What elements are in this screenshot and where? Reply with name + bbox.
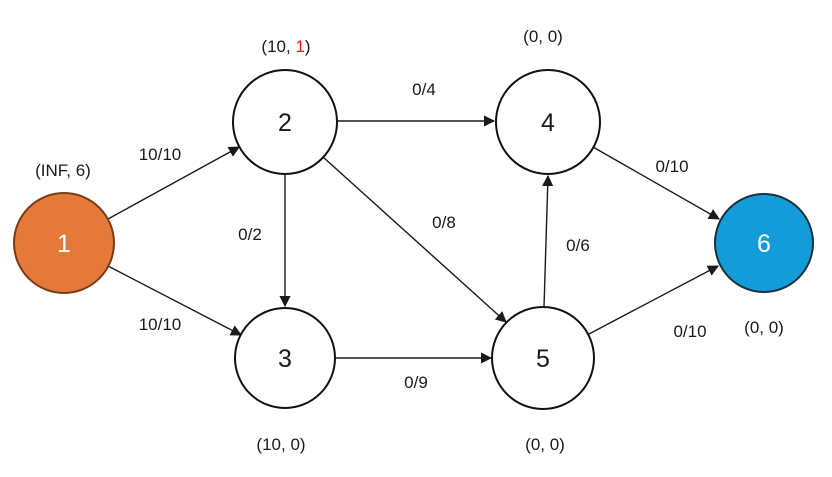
node-2-annotation-suffix: ) xyxy=(305,37,311,56)
node-5-label: 5 xyxy=(536,345,550,373)
edge-4-6 xyxy=(592,146,720,220)
node-5-annotation: (0, 0) xyxy=(525,435,565,454)
edge-5-6 xyxy=(588,265,719,335)
edge-1-2-label: 10/10 xyxy=(139,145,182,164)
node-6-circle xyxy=(714,193,814,293)
node-3-annotation: (10, 0) xyxy=(256,435,305,454)
edge-3-5-label: 0/9 xyxy=(404,373,428,392)
edge-1-3-label: 10/10 xyxy=(139,315,182,334)
node-2-annotation: (10, 1) xyxy=(261,37,310,56)
node-6-annotation: (0, 0) xyxy=(744,318,784,337)
node-1-circle xyxy=(13,192,115,294)
node-3-circle xyxy=(234,307,336,409)
node-4-circle xyxy=(495,69,601,175)
node-2-label: 2 xyxy=(278,109,292,137)
node-5-circle xyxy=(491,306,595,410)
edge-2-4-label: 0/4 xyxy=(412,80,436,99)
node-6-label: 6 xyxy=(757,230,771,258)
node-4-annotation: (0, 0) xyxy=(523,27,563,46)
node-2-circle xyxy=(232,69,338,175)
node-3-label: 3 xyxy=(278,345,292,373)
edge-2-5-label: 0/8 xyxy=(432,213,456,232)
node-1-annotation: (INF, 6) xyxy=(35,161,91,180)
edge-1-3 xyxy=(107,265,242,336)
edge-5-4-label: 0/6 xyxy=(566,236,590,255)
edge-5-6-label: 0/10 xyxy=(673,322,706,341)
edge-1-2 xyxy=(107,146,240,220)
edge-5-4 xyxy=(542,174,554,308)
node-1-label: 1 xyxy=(57,230,71,258)
edge-2-3-label: 0/2 xyxy=(238,225,262,244)
node-2-annotation-highlight: 1 xyxy=(295,37,304,56)
edge-2-5 xyxy=(322,156,507,323)
node-2-annotation-prefix: (10, xyxy=(261,37,295,56)
node-4-label: 4 xyxy=(541,109,555,137)
edge-4-6-label: 0/10 xyxy=(655,157,688,176)
